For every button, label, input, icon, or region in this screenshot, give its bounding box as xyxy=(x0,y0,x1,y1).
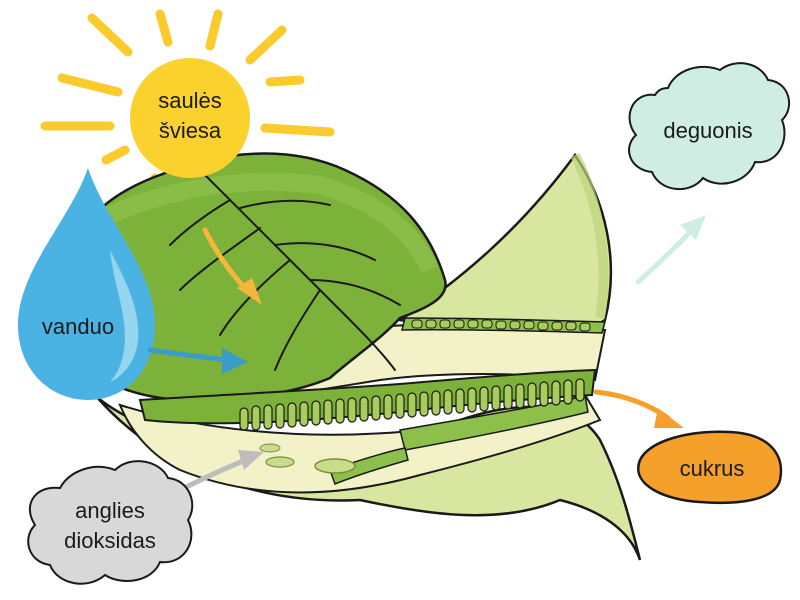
palisade-cells xyxy=(239,378,585,431)
sunlight-label-line2: šviesa xyxy=(159,118,222,143)
sun xyxy=(130,58,250,178)
oxygen-label: deguonis xyxy=(663,118,752,143)
leaf-cross-section-lower xyxy=(118,393,602,494)
co2-label-line2: dioksidas xyxy=(64,528,156,553)
oxygen-cloud xyxy=(628,62,791,191)
water-label: vanduo xyxy=(42,314,114,339)
leaf-lower-epidermis xyxy=(399,395,589,451)
sunlight-label-line1: saulės xyxy=(158,88,222,113)
leaf-upper-right-blade xyxy=(396,152,613,334)
arrow-water-to-leaf xyxy=(147,347,248,374)
leaf-veins xyxy=(169,169,401,371)
sugar-label: cukrus xyxy=(680,456,745,481)
arrow-leaf-to-oxygen xyxy=(635,215,706,285)
co2-label-line1: anglies xyxy=(75,498,145,523)
sugar-blob xyxy=(637,430,783,505)
water-drop xyxy=(18,168,155,400)
arrow-sunlight-to-leaf xyxy=(202,227,262,305)
leaf xyxy=(57,152,642,561)
co2-cloud xyxy=(27,460,194,585)
arrow-leaf-to-sugar xyxy=(593,389,684,428)
